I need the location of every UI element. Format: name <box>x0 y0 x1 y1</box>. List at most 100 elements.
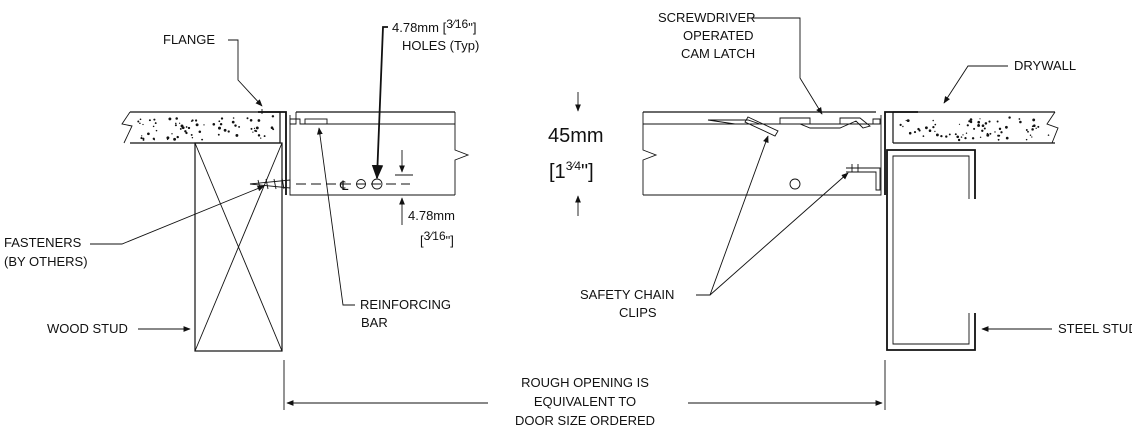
drywall-speckle <box>1018 118 1021 120</box>
safety-label-2: CLIPS <box>619 305 657 320</box>
drywall-speckle <box>272 128 275 131</box>
drywall-speckle <box>246 117 249 120</box>
drywall-speckle <box>153 118 156 121</box>
drywall-speckle <box>1000 131 1003 134</box>
hole-offset-dimension <box>395 150 413 225</box>
drywall-speckle <box>969 118 973 121</box>
safety-leader-1 <box>696 135 769 296</box>
drywall-speckle <box>922 135 925 137</box>
drywall-speckle <box>935 133 939 137</box>
drywall-speckle <box>1029 134 1032 137</box>
drywall-speckle <box>917 127 920 131</box>
drywall-speckle <box>187 126 191 130</box>
drywall-speckle <box>997 138 1000 141</box>
centerline-symbol: ℄ <box>339 178 349 193</box>
drywall-speckle <box>218 126 221 130</box>
drywall-speckle <box>166 138 169 141</box>
drywall-speckle <box>176 135 179 139</box>
drywall-speckle <box>137 120 140 123</box>
drywall-speckle <box>1047 134 1050 136</box>
drywall-speckle <box>1031 125 1034 128</box>
drywall-speckle <box>148 119 151 122</box>
drywall-speckle <box>965 132 968 134</box>
drywall-speckle <box>232 117 235 119</box>
drywall-speckle <box>1008 116 1011 119</box>
drywall-speckle <box>152 125 155 128</box>
drywall-speckle <box>253 127 256 130</box>
drywall-speckle <box>223 128 227 132</box>
offset-in: [3⁄16"] <box>420 229 454 248</box>
drywall-speckle <box>988 120 991 123</box>
drywall-speckle <box>255 130 258 133</box>
rough-opening-dimension <box>283 360 886 410</box>
drywall-speckle <box>152 137 155 140</box>
drywall-speckle <box>179 127 182 130</box>
drywall-speckle <box>180 124 184 128</box>
fasteners-label-1: FASTENERS <box>4 235 82 250</box>
drywall-speckle <box>940 134 943 138</box>
drywall-speckle <box>1005 136 1009 140</box>
rough-opening-label-2: EQUIVALENT TO <box>534 394 636 409</box>
drywall-speckle <box>231 120 235 124</box>
reinforcing-leader <box>317 127 355 306</box>
flange-label: FLANGE <box>163 32 215 47</box>
drywall-speckle <box>934 130 936 133</box>
drywall-speckle <box>257 119 261 122</box>
drywall-speckle <box>932 126 935 129</box>
drywall-speckle <box>934 123 937 126</box>
drywall-speckle <box>986 133 990 137</box>
drywall-speckle <box>249 119 253 122</box>
reinforcing-label-2: BAR <box>361 315 388 330</box>
drywall-speckle <box>250 127 253 130</box>
drywall-speckle <box>981 124 985 128</box>
drywall-speckle <box>140 137 143 140</box>
drywall-speckle <box>217 133 220 136</box>
drywall-speckle <box>178 122 181 124</box>
drywall-speckle <box>263 135 266 138</box>
drywall-speckle <box>971 137 975 140</box>
drywall-speckle <box>948 133 951 136</box>
drywall-leader <box>943 65 1008 104</box>
cam-latch-label-2: OPERATED <box>683 28 754 43</box>
safety-leader-2 <box>709 172 849 296</box>
drywall-speckle <box>234 124 237 127</box>
drywall-speckle <box>989 132 992 135</box>
drywall-speckle <box>191 136 194 139</box>
drywall-speckle <box>964 137 967 140</box>
drywall-speckle <box>166 136 170 140</box>
holes-size-label: 4.78mm [3⁄16"] <box>392 17 476 35</box>
drywall-speckle <box>190 120 193 122</box>
drywall-speckle <box>142 137 145 140</box>
drywall-speckle <box>979 136 982 139</box>
wood-stud-label: WOOD STUD <box>47 321 128 336</box>
drywall-speckle <box>219 122 223 126</box>
drywall-speckle <box>973 127 976 130</box>
drywall-speckle <box>185 126 188 128</box>
rough-opening-label-1: ROUGH OPENING IS <box>521 375 649 390</box>
drywall-speckle <box>1025 138 1028 141</box>
drywall-speckle <box>958 123 961 125</box>
drywall-speckle <box>154 122 157 125</box>
drywall-speckle <box>220 117 224 120</box>
drywall-speckle <box>260 137 262 139</box>
drywall-speckle <box>960 136 963 138</box>
drywall-speckle-left <box>137 115 275 141</box>
drywall-speckle <box>913 131 917 134</box>
drywall-speckle <box>198 130 202 133</box>
drywall-speckle <box>1019 120 1022 124</box>
drywall-speckle <box>1027 130 1029 133</box>
drywall-speckle <box>218 120 221 123</box>
left-drywall <box>121 111 281 144</box>
steel-stud-label: STEEL STUD <box>1058 321 1132 336</box>
flange-leader <box>228 39 263 107</box>
drywall-speckle <box>932 119 934 122</box>
centerline-holes <box>296 178 801 190</box>
drywall-speckle <box>906 119 910 123</box>
drywall-speckle <box>227 130 230 133</box>
drywall-speckle <box>142 123 144 126</box>
drywall-speckle <box>1005 125 1008 129</box>
drywall-speckle <box>235 133 239 137</box>
drywall-speckle <box>984 122 988 125</box>
drywall-speckle <box>270 126 274 129</box>
